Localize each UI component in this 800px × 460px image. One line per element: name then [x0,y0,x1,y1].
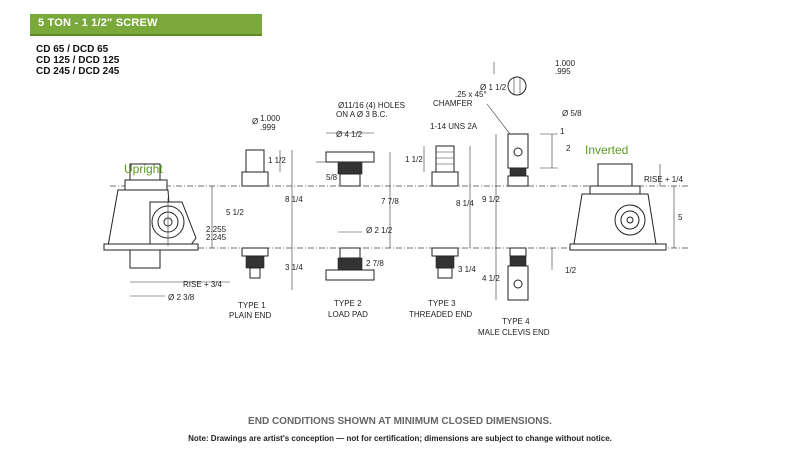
model-item: CD 245 / DCD 245 [36,66,120,77]
dim-rise: RISE + 3/4 [183,280,222,289]
page-title: 5 TON - 1 1/2" SCREW [38,17,158,29]
dim-t4-chamfer-b: CHAMFER [433,99,473,108]
dim-t4-dia58: Ø 5/8 [562,109,582,118]
dim-inv-rise: RISE + 1/4 [644,175,683,184]
type1-desc: PLAIN END [229,311,271,320]
dim-t1-1000: 1.000 [260,114,281,123]
dim-t2-412: Ø 4 1/2 [336,130,363,139]
dim-t3-814: 8 1/4 [456,199,474,208]
footer-disclaimer: Note: Drawings are artist's conception —… [188,434,612,443]
dim-t4-chamfer-a: .25 x 45° [455,90,487,99]
dim-upright-height: 5 1/2 [226,208,244,217]
dim-t4-995: .995 [555,67,571,76]
dim-t4-1: 1 [560,127,565,136]
type3-name: TYPE 3 [428,299,456,308]
dim-t2-58: 5/8 [326,173,338,182]
inverted-jack [569,163,667,251]
dim-t1-814: 8 1/4 [285,195,303,204]
upright-jack [103,163,199,269]
dim-t3-112: 1 1/2 [405,155,423,164]
type4-clevis-end [507,76,529,301]
model-item: CD 65 / DCD 65 [36,44,109,55]
dim-t4-412: 4 1/2 [482,274,500,283]
type3-threaded-end [431,145,459,279]
type2-load-pad [325,151,375,281]
dim-2245: 2.245 [206,233,227,242]
dim-t1-dia: Ø [252,117,258,126]
dim-inv-height: 5 [678,213,683,222]
type1-name: TYPE 1 [238,301,266,310]
type3-desc: THREADED END [409,310,472,319]
dim-t4-2: 2 [566,144,571,153]
footer-note-closed-dimensions: END CONDITIONS SHOWN AT MINIMUM CLOSED D… [248,416,552,427]
dim-t1-999: .999 [260,123,276,132]
dim-t4-912: 9 1/2 [482,195,500,204]
type2-name: TYPE 2 [334,299,362,308]
title-banner: 5 TON - 1 1/2" SCREW [30,14,262,36]
dim-t3-314: 3 1/4 [458,265,476,274]
upright-label: Upright [124,162,163,176]
dim-dia-238: Ø 2 3/8 [168,293,195,302]
type4-desc: MALE CLEVIS END [478,328,550,337]
model-item: CD 125 / DCD 125 [36,55,120,66]
type1-plain-end [241,149,269,279]
inverted-label: Inverted [585,143,628,157]
dim-t3-thread: 1-14 UNS 2A [430,122,478,131]
dim-t2-holes-a: Ø11/16 (4) HOLES [338,101,405,110]
dim-t1-112: 1 1/2 [268,156,286,165]
dim-t1-314: 3 1/4 [285,263,303,272]
type4-name: TYPE 4 [502,317,530,326]
dim-t2-778: 7 7/8 [381,197,399,206]
type2-desc: LOAD PAD [328,310,368,319]
dim-t2-212: Ø 2 1/2 [366,226,393,235]
dim-t4-1000: 1.000 [555,59,576,68]
dim-2255: 2.255 [206,225,227,234]
model-list: CD 65 / DCD 65 CD 125 / DCD 125 CD 245 /… [36,44,119,77]
dim-t2-holes-b: ON A Ø 3 B.C. [336,110,388,119]
dim-t2-278: 2 7/8 [366,259,384,268]
dim-t4-dia112: Ø 1 1/2 [480,83,507,92]
dim-half: 1/2 [565,266,577,275]
